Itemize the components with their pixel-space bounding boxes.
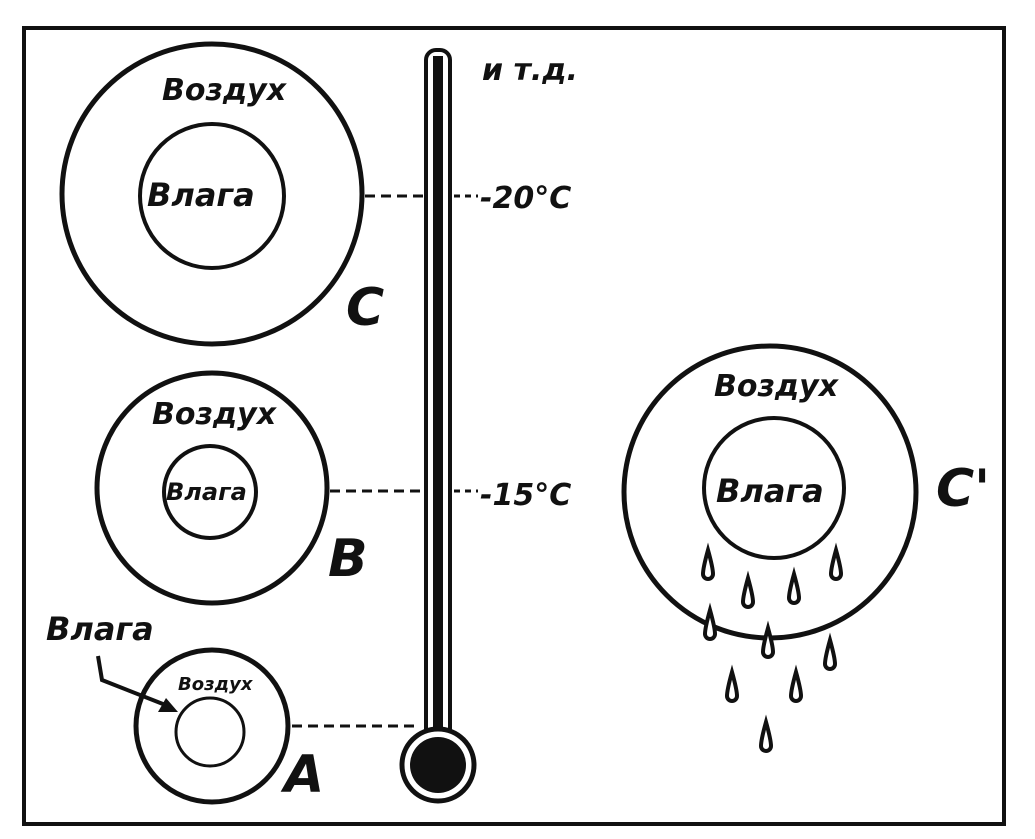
bubble-c-moisture-circle	[138, 122, 286, 270]
etc-label: и т.д.	[482, 53, 578, 88]
bubble-c-moisture-label: Влага	[147, 176, 255, 214]
bubble-b-air-circle	[94, 370, 330, 606]
bubble-c-prime-moisture-circle	[702, 416, 846, 560]
temp-20-label: -20°C	[480, 181, 571, 216]
bubble-a-moisture-arrow	[96, 655, 169, 708]
bubble-a: Воздух Влага A	[46, 610, 420, 805]
bubble-a-moisture-label: Влага	[46, 610, 154, 648]
bubble-a-air-circle	[133, 647, 291, 805]
water-drop	[828, 542, 844, 581]
bubble-b-moisture-label: Влага	[166, 478, 247, 506]
bubble-c: Воздух Влага C	[59, 41, 426, 347]
bubble-a-moisture-circle	[174, 696, 246, 768]
bubble-b-air-label: Воздух	[152, 397, 278, 432]
diagram-frame	[22, 26, 1006, 826]
bubble-a-air-label: Воздух	[178, 674, 254, 695]
bubble-a-arrow-head	[158, 698, 178, 712]
bubble-c-prime: Воздух Влага C'	[621, 343, 990, 753]
thermometer-column	[433, 56, 443, 746]
bubble-b: Воздух Влага B	[94, 370, 426, 606]
water-drop	[788, 664, 804, 703]
water-drop	[758, 714, 774, 753]
water-drop	[822, 632, 838, 671]
water-drop	[786, 566, 802, 605]
water-drop	[700, 542, 716, 581]
bubble-c-air-label: Воздух	[162, 73, 288, 108]
water-drops	[700, 542, 844, 753]
bubble-a-letter: A	[280, 745, 324, 805]
thermometer	[399, 48, 477, 804]
water-drop	[724, 664, 740, 703]
water-drop	[760, 620, 776, 659]
bubble-b-letter: B	[328, 529, 368, 589]
bubble-c-air-circle	[59, 41, 365, 347]
water-drop	[702, 602, 718, 641]
bubble-c-prime-letter: C'	[936, 459, 990, 519]
bubble-c-prime-air-label: Воздух	[714, 369, 840, 404]
temp-15-label: -15°C	[480, 478, 571, 513]
bubble-c-prime-moisture-label: Влага	[716, 472, 824, 510]
thermometer-bulb	[410, 737, 466, 793]
water-drop	[740, 570, 756, 609]
bubble-b-moisture-circle	[162, 444, 258, 540]
bubble-c-letter: C	[346, 278, 384, 338]
